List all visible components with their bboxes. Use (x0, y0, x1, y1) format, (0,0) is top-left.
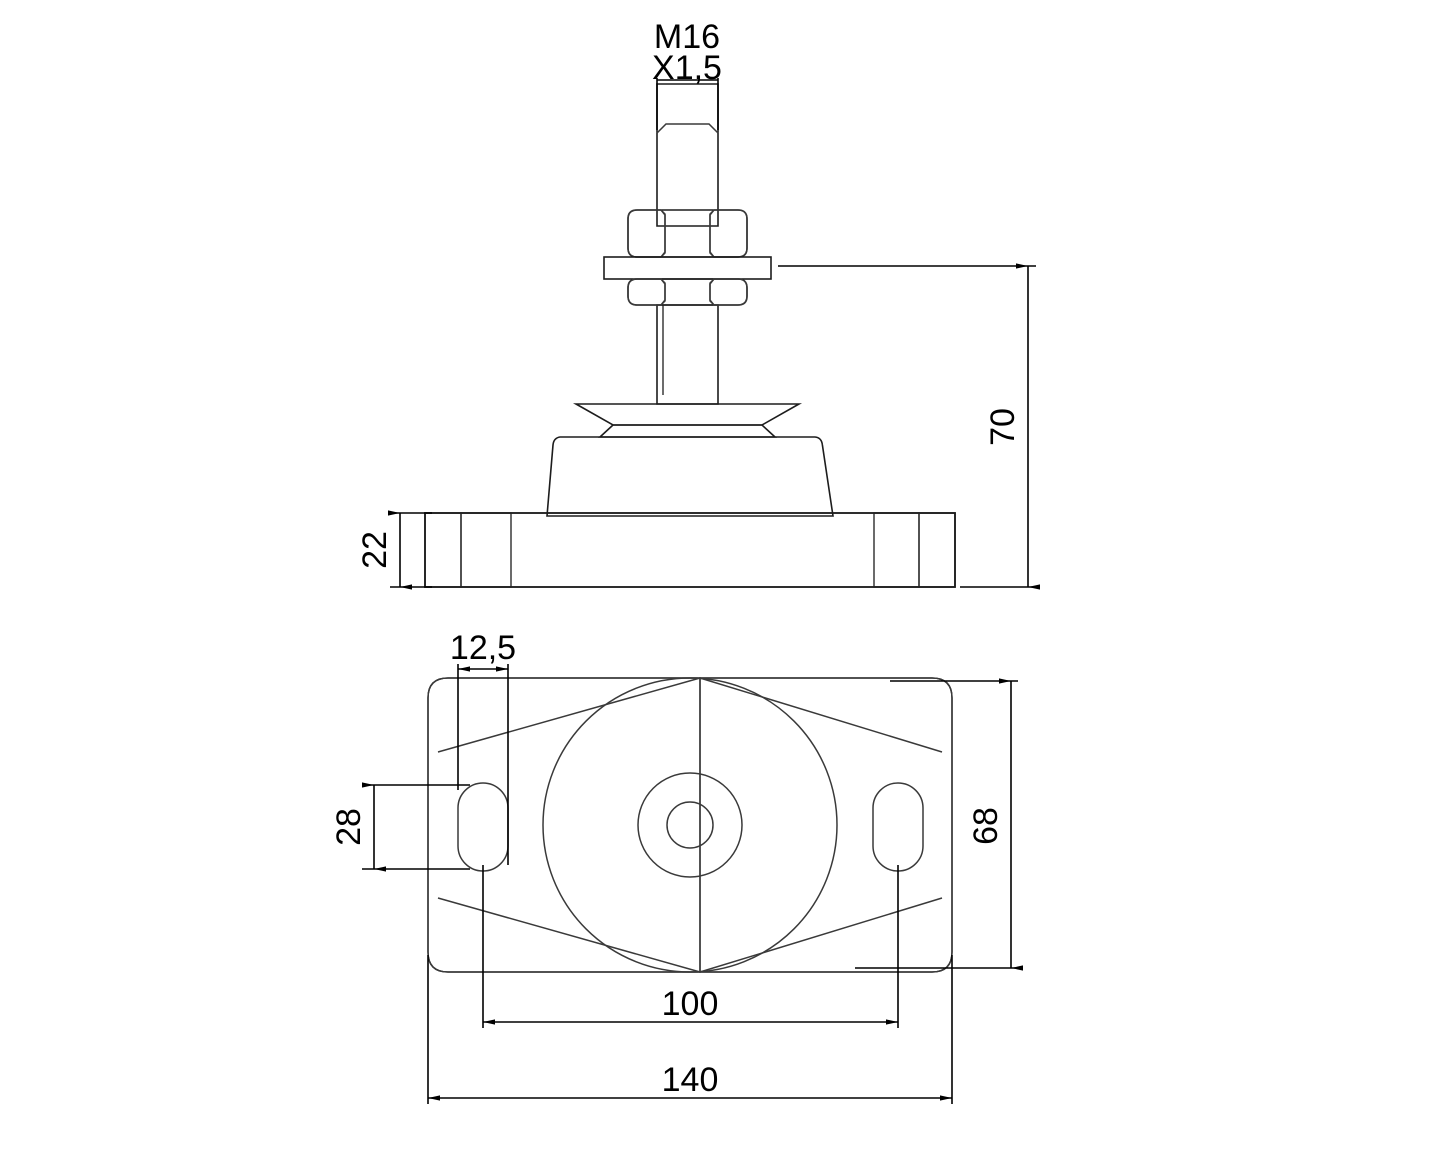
dimension-base-width: 68 (855, 678, 1023, 971)
nut-edge-left (660, 278, 666, 306)
threaded-stud (656, 83, 719, 405)
nut-right-flank (709, 209, 748, 258)
dimension-overall-height: 70 (778, 263, 1040, 590)
dimension-slot-length: 28 (330, 782, 470, 872)
base-plate-outline (424, 512, 956, 588)
nut-edge-right (709, 278, 715, 306)
stud-shaft-upper (656, 83, 719, 227)
thread-pitch-label: X1,5 (652, 49, 722, 87)
base-width-label: 68 (967, 807, 1005, 845)
nut-edge-right (709, 209, 715, 258)
base-plate-end-left-outer (424, 512, 462, 588)
nut-right-flank (709, 278, 748, 306)
base-plate-side (424, 512, 956, 588)
base-plate-end-right-inner (873, 512, 920, 588)
plate-thickness-label: 22 (356, 531, 394, 569)
base-plate-end-right-outer (918, 512, 956, 588)
dimension-plate-thickness: 22 (356, 510, 432, 590)
overall-length-label: 140 (662, 1061, 719, 1099)
washer-body (603, 256, 772, 280)
plan-wing-edge-lower-right (699, 897, 943, 973)
plan-view: 12,5 28 68 100 140 (330, 629, 1023, 1104)
dimension-hole-spacing: 100 (482, 865, 899, 1028)
cone-washer-skirt (597, 424, 778, 438)
slot-width-label: 12,5 (450, 629, 516, 667)
plan-wing-edge-lower-left (437, 897, 701, 973)
stud-shaft-lower (656, 304, 719, 405)
flat-washer (603, 256, 772, 280)
plan-slot-right (872, 782, 924, 872)
cone-washer-body (572, 403, 803, 426)
side-elevation-view: M16 X1,5 70 22 (356, 18, 1040, 590)
dimension-thread: M16 X1,5 (652, 18, 722, 130)
lower-hex-nut (627, 278, 748, 306)
nut-body (627, 278, 748, 306)
base-plate-body (424, 512, 956, 588)
nut-left-flank (627, 209, 666, 258)
overall-height-label: 70 (984, 408, 1022, 446)
plan-hub-ring (637, 772, 743, 878)
plan-center-bore (666, 801, 714, 849)
nut-edge-left (660, 209, 666, 258)
slot-length-label: 28 (330, 808, 368, 846)
plan-slot-left (457, 782, 509, 872)
cone-washer (572, 403, 803, 438)
plan-left-wing (427, 677, 701, 973)
plan-wing-edge-upper-right (699, 677, 943, 753)
plan-wing-edge-upper-left (437, 677, 701, 753)
nut-left-flank (627, 278, 666, 306)
rubber-cone-body (546, 436, 834, 517)
plan-main-disc (542, 677, 838, 973)
stud-chamfer-line (656, 123, 719, 134)
nut-body (627, 209, 748, 258)
hole-spacing-label: 100 (662, 985, 719, 1023)
upper-hex-nut (627, 209, 748, 258)
dimension-overall-length: 140 (427, 955, 953, 1104)
cone-outline (546, 436, 834, 517)
plan-right-wing (699, 677, 953, 973)
thread-size-label: M16 (654, 18, 720, 56)
base-plate-end-left-inner (460, 512, 512, 588)
dimension-slot-width: 12,5 (450, 629, 516, 865)
